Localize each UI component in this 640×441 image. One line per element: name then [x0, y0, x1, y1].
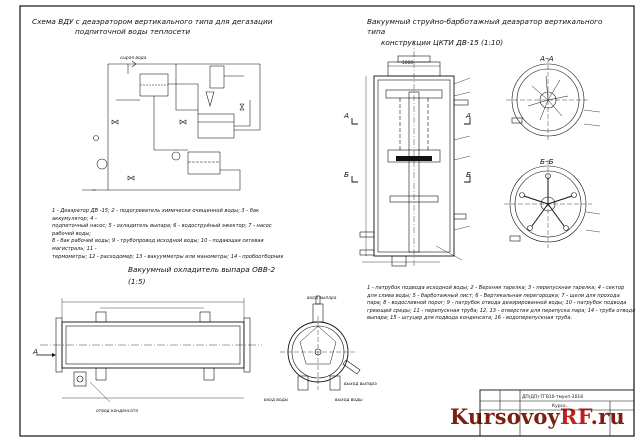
- deaerator-title-line3: конструкции ЦКТИ ДВ-15 (1:10): [381, 38, 504, 47]
- scheme-title-line2: подпиточной воды теплосети: [75, 27, 191, 36]
- section-a-view: [506, 58, 601, 142]
- vapor-in-label: вход выпара: [307, 296, 337, 301]
- valve-icon: [179, 119, 187, 125]
- scheme-legend: 1 - Деаэратор ДВ -15; 2 - подогреватель …: [52, 208, 284, 261]
- cooler-end-view: [280, 295, 361, 391]
- dim-top-label: 1000: [402, 61, 414, 66]
- vapor-out-label: выход выпара: [344, 382, 377, 387]
- cooler-drawing: [36, 298, 262, 403]
- deaerator-legend-line: выпара; 15 - штуцер для подвода конденса…: [367, 315, 573, 322]
- vapor-cooler: [209, 65, 225, 89]
- scheme-legend-line: термометры; 12 - расходомер; 13 - вакуум…: [52, 253, 284, 260]
- sheet-frame: [19, 5, 635, 437]
- section-b-label: Б–Б: [540, 157, 554, 166]
- section-mark-b-left: Б: [344, 170, 350, 179]
- deaerator-legend-line: пара; 8 - водосливной порог; 9 - патрубо…: [367, 300, 627, 307]
- inlet-nozzle: [453, 99, 469, 106]
- scheme-legend-line: подпиточный насос; 5 - охладитель выпара…: [52, 223, 272, 230]
- work-pump-icon: [171, 151, 181, 161]
- deaerator-legend: 1 - патрубок подвода исходной воды; 2 - …: [367, 285, 635, 323]
- valve-icon: [127, 175, 135, 181]
- raw-water-label: сырая вода: [120, 56, 147, 61]
- section-mark-a-right: А: [466, 111, 471, 120]
- watermark-suffix: .ru: [590, 404, 625, 429]
- section-mark-a-left: А: [344, 111, 349, 120]
- outlet-nozzle: [391, 255, 407, 267]
- title-block: [479, 389, 635, 437]
- water-in-label: вход воды: [264, 398, 289, 403]
- scheme-legend-line: рабочей воды;: [52, 230, 92, 237]
- ejector-icon: [205, 91, 215, 108]
- heater: [197, 113, 235, 139]
- water-out-label: выход воды: [335, 398, 363, 403]
- flow-arrow-icon: [131, 60, 137, 68]
- condensate-label: отвод конденсата: [96, 409, 139, 414]
- deaerator-title-line1: Вакуумный струйно-барботажный деаэратор …: [367, 17, 603, 26]
- cooler-title-line2: (1:5): [128, 277, 146, 286]
- scheme-title-line1: Схема ВДУ с деаэратором вертикального ти…: [32, 17, 273, 26]
- process-scheme: [82, 60, 261, 191]
- deaerator-drawing: [351, 40, 471, 268]
- scheme-legend-line: магистраль; 11 -: [52, 245, 97, 252]
- kursovoyrf-watermark: KursovoyRF.ru: [450, 404, 625, 429]
- steam-nozzle: [453, 213, 467, 220]
- scheme-legend-line: 1 - Деаэратор ДВ -15; 2 - подогреватель …: [52, 208, 260, 214]
- deaerator-legend-line: 1 - патрубок подвода исходной воды; 2 - …: [367, 285, 625, 291]
- section-a-label: А–А: [540, 54, 554, 63]
- accumulator-tank: [187, 151, 221, 175]
- watermark-rf: RF: [559, 404, 591, 429]
- deaerator-title-line2: типа: [367, 27, 386, 36]
- valve-icon: [111, 119, 119, 125]
- section-b-view: [504, 160, 601, 248]
- feed-pump-icon: [96, 158, 108, 170]
- scheme-legend-line: аккумулятор; 4 -: [52, 215, 97, 222]
- section-mark-b-right: Б: [466, 170, 472, 179]
- watermark-prefix: Kursovoy: [450, 404, 560, 429]
- cooler-title-line1: Вакуумный охладитель выпара ОВВ-2: [128, 265, 276, 274]
- stamp-text: Курсо...: [552, 404, 570, 409]
- deaerator-legend-line: для слива воды; 5 - барботажный лист; 6 …: [367, 292, 620, 299]
- view-mark-a: А: [33, 347, 38, 356]
- scheme-legend-line: 8 - бак рабочей воды; 9 - трубопровод ис…: [52, 238, 264, 245]
- deaerator-legend-line: греющей среды; 11 - перепускная труба; 1…: [367, 307, 636, 314]
- stamp-code: ДП(ДП)-ТГВ10-тмунп-2018: [522, 395, 583, 400]
- thermometer-icon: [93, 135, 99, 141]
- valve-icon: [239, 103, 245, 111]
